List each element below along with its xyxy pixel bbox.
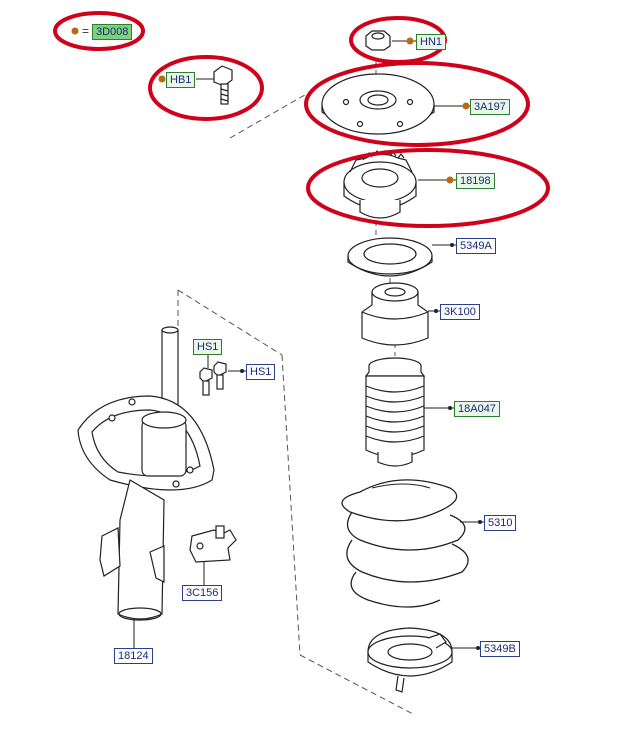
callout-hs1-right[interactable]: HS1: [246, 364, 276, 380]
leader-end-dots: [240, 243, 482, 650]
dust-boot-part: [364, 357, 426, 467]
callout-18a047[interactable]: 18A047: [454, 401, 500, 417]
callout-3k100[interactable]: 3K100: [440, 304, 480, 320]
upper-spring-seat-part: [347, 237, 433, 277]
legend-equals: =: [82, 24, 90, 38]
callout-hn1[interactable]: HN1: [416, 34, 447, 50]
lower-spring-seat-part: [367, 627, 453, 693]
coil-spring-part: [341, 479, 469, 608]
callout-3c156[interactable]: 3C156: [182, 585, 223, 601]
callout-18124[interactable]: 18124: [114, 648, 153, 664]
bracket-part: [189, 525, 237, 563]
callout-18198[interactable]: 18198: [456, 173, 495, 189]
highlight-rings: [53, 11, 550, 228]
strut-assembly-part: [77, 326, 215, 621]
strut-mount-bearing-part: [343, 150, 417, 219]
callout-5349b[interactable]: 5349B: [480, 641, 520, 657]
marker-dots: [71, 27, 470, 184]
top-mount-plate-part: [321, 73, 435, 135]
legend-code: 3D008: [92, 24, 133, 40]
callout-hs1-upper[interactable]: HS1: [193, 339, 223, 355]
callout-5349a[interactable]: 5349A: [456, 238, 496, 254]
leader-lines: [133, 40, 484, 649]
bolt-part: [213, 65, 233, 105]
bump-stop-part: [361, 282, 429, 346]
nut-part: [365, 30, 391, 51]
callout-hb1[interactable]: HB1: [166, 72, 196, 88]
callout-5310[interactable]: 5310: [484, 515, 517, 531]
small-bolt-parts: [199, 361, 227, 396]
callout-3a197[interactable]: 3A197: [470, 99, 510, 115]
